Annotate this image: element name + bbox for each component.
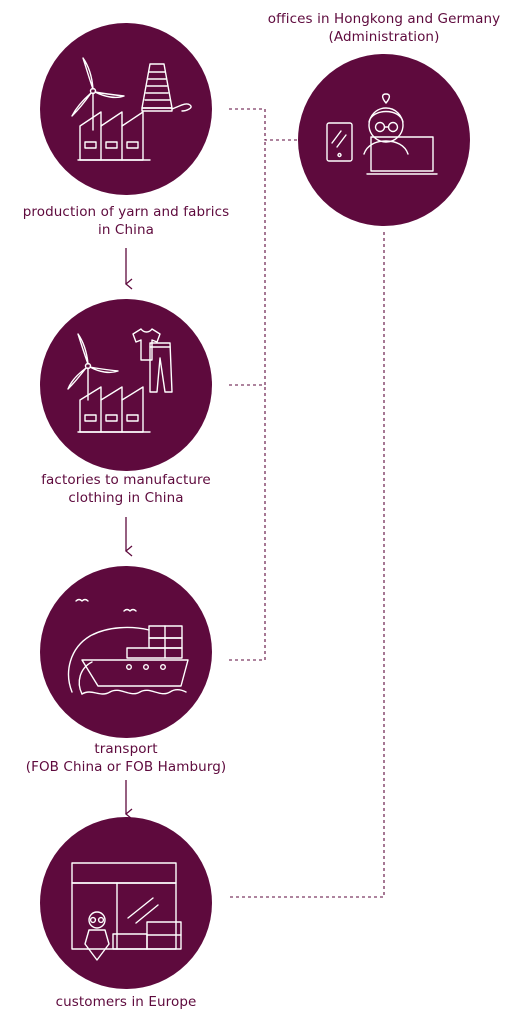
production-label-line-1: production of yarn and fabrics bbox=[22, 204, 230, 220]
connector-transport-trunk bbox=[229, 385, 266, 661]
offices-label-line-2: (Administration) bbox=[328, 29, 440, 45]
connector-factories-trunk bbox=[229, 140, 266, 386]
office-worker-laptop-icon bbox=[326, 93, 438, 175]
cargo-ship-icon bbox=[67, 598, 189, 695]
transport-label: transport (FOB China or FOB Hamburg) bbox=[0, 740, 252, 776]
windmill-factory-clothing-icon bbox=[67, 328, 173, 433]
production-label: production of yarn and fabrics in China bbox=[0, 203, 252, 239]
customers-label-line-1: customers in Europe bbox=[55, 994, 197, 1010]
customers-circle bbox=[40, 817, 212, 989]
factories-label-line-1: factories to manufacture bbox=[41, 472, 211, 488]
offices-label-line-1: offices in Hongkong and Germany bbox=[267, 11, 501, 27]
connector-offices-customers bbox=[229, 232, 385, 898]
factories-label-line-2: clothing in China bbox=[68, 490, 184, 506]
transport-label-line-1: transport bbox=[94, 741, 158, 757]
transport-label-line-2: (FOB China or FOB Hamburg) bbox=[25, 759, 227, 775]
storefront-customer-icon bbox=[71, 862, 182, 961]
dashed-connectors bbox=[229, 108, 385, 898]
factories-label: factories to manufacture clothing in Chi… bbox=[0, 471, 252, 507]
offices-circle bbox=[298, 54, 470, 226]
production-label-line-2: in China bbox=[98, 222, 154, 238]
connector-production-offices bbox=[229, 108, 298, 141]
windmill-factory-yarn-icon bbox=[71, 57, 192, 161]
customers-label: customers in Europe bbox=[0, 993, 252, 1011]
production-circle bbox=[40, 23, 212, 195]
transport-circle bbox=[40, 566, 212, 738]
factories-circle bbox=[40, 299, 212, 471]
offices-label: offices in Hongkong and Germany (Adminis… bbox=[252, 10, 516, 46]
